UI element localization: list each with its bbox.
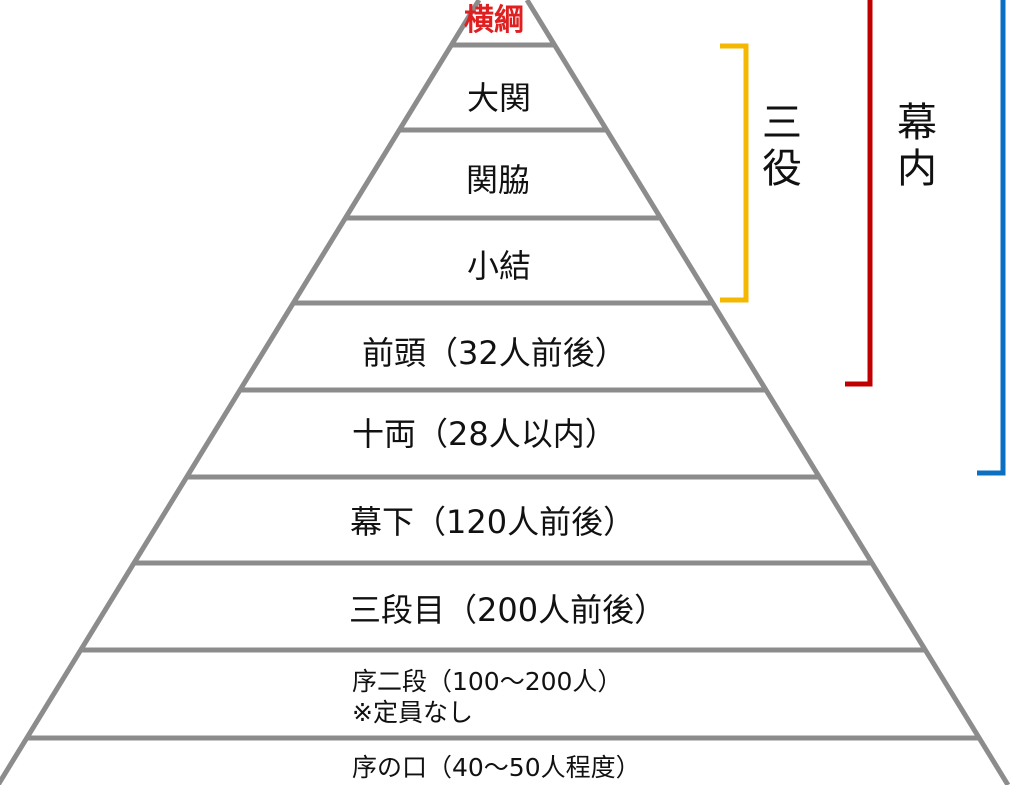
sekitori-bracket bbox=[977, 0, 1006, 476]
tier-jonidan-label: 序二段（100～200人） bbox=[352, 667, 623, 696]
tier-jonokuchi: 序の口（40～50人程度） bbox=[352, 753, 641, 782]
sanyaku-label: 三役 bbox=[762, 100, 802, 192]
pyramid-right-edge bbox=[524, 0, 1011, 785]
tier-ozeki: 大関 bbox=[467, 79, 532, 117]
tier-juryo: 十両（28人以内） bbox=[352, 415, 617, 453]
pyramid-left-edge bbox=[0, 0, 482, 785]
tier-maegashira: 前頭（32人前後） bbox=[362, 334, 627, 372]
makuuchi-bracket bbox=[845, 0, 873, 387]
tier-yokozuna: 横綱 bbox=[464, 3, 524, 38]
sanyaku-bracket bbox=[720, 43, 749, 303]
tier-komusubi: 小結 bbox=[467, 247, 532, 285]
tier-sekiwake: 関脇 bbox=[466, 161, 531, 199]
tier-jonidan-note: ※定員なし bbox=[352, 698, 473, 728]
tier-makushita: 幕下（120人前後） bbox=[350, 503, 636, 541]
tier-sandanme: 三段目（200人前後） bbox=[349, 591, 667, 629]
makuuchi-label: 幕内 bbox=[897, 100, 937, 192]
tier-jonidan: 序二段（100～200人） ※定員なし bbox=[352, 666, 622, 729]
